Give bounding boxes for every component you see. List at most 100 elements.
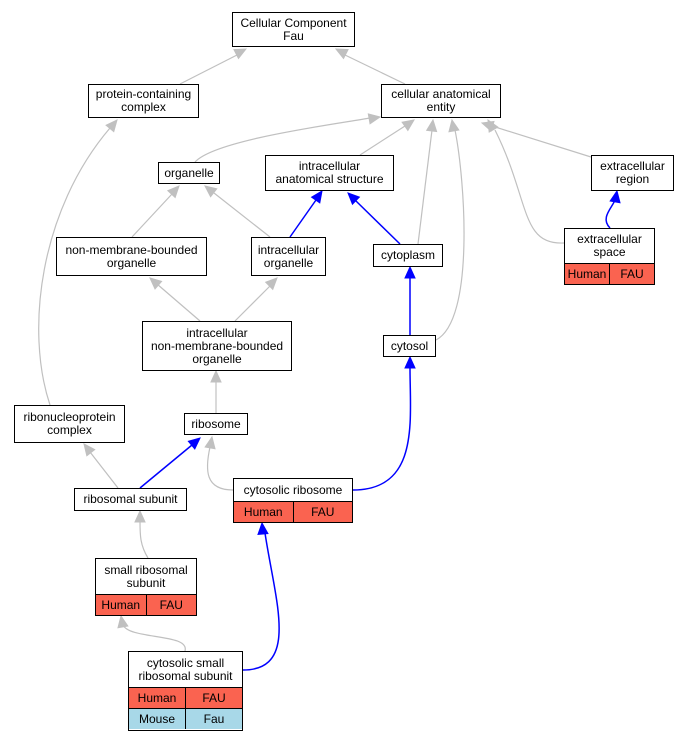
- node-ribosomal-subunit[interactable]: ribosomal subunit: [74, 488, 187, 511]
- edge-line: [156, 283, 201, 322]
- edge-line: [435, 129, 465, 341]
- edge-line: [234, 285, 271, 322]
- arrowhead: [210, 369, 222, 383]
- edge-cyto-to-ias: [347, 192, 401, 245]
- gene-cell[interactable]: FAU: [292, 502, 353, 522]
- edge-line: [179, 54, 238, 85]
- edge-srs-to-rsub: [134, 509, 149, 559]
- node-cytoplasm[interactable]: cytoplasm: [373, 244, 443, 267]
- edge-inmbo-to-io: [234, 277, 278, 322]
- species-cell: Human: [567, 266, 607, 281]
- edge-io-to-organelle: [204, 185, 271, 238]
- edge-cribo-to-cytosol: [352, 355, 416, 491]
- species-cell: Human: [101, 597, 141, 612]
- arrowhead: [257, 521, 269, 535]
- arrowhead: [609, 189, 621, 204]
- node-ribonucleoprotein-complex[interactable]: ribonucleoprotein complex: [14, 405, 125, 443]
- arrowhead: [480, 120, 495, 132]
- gene-cell[interactable]: FAU: [185, 688, 242, 708]
- arrowhead: [117, 614, 129, 629]
- gene-cell[interactable]: FAU: [145, 595, 197, 615]
- arrowhead: [105, 119, 118, 133]
- edge-ias-to-cae: [359, 119, 415, 156]
- node-cellular-component[interactable]: Cellular Component Fau: [232, 12, 355, 47]
- node-intracellular-anatomical-structure[interactable]: intracellular anatomical structure: [265, 155, 394, 191]
- edge-cytosol-to-cae: [435, 118, 465, 341]
- edge-ribo-to-inmbo: [210, 369, 222, 413]
- node-label: small ribosomal subunit: [104, 562, 188, 590]
- arrowhead: [347, 192, 361, 206]
- edge-line: [206, 446, 234, 491]
- edge-line: [89, 451, 119, 489]
- edge-line: [494, 129, 565, 244]
- edge-csrs-to-cribo: [242, 521, 280, 671]
- species-cell: Human: [243, 504, 283, 519]
- edge-line: [122, 624, 186, 652]
- node-cytosolic-small-ribosomal-subunit[interactable]: cytosolic small ribosomal subunit Human …: [128, 651, 243, 731]
- edge-line: [139, 520, 149, 559]
- edge-line: [352, 367, 412, 491]
- edge-nmbo-to-organelle: [131, 185, 180, 238]
- annotation-row-mouse: Mouse Fau: [129, 708, 242, 729]
- node-cytosol[interactable]: cytosol: [383, 335, 436, 357]
- node-non-membrane-bounded-organelle[interactable]: non-membrane-bounded organelle: [56, 237, 207, 276]
- node-extracellular-region[interactable]: extracellular region: [591, 155, 674, 191]
- edge-pcc-to-root: [179, 48, 248, 85]
- node-label: intracellular organelle: [257, 242, 320, 270]
- node-label: cytosolic small ribosomal subunit: [138, 655, 233, 683]
- arrowhead: [134, 509, 146, 523]
- edge-line: [355, 200, 401, 245]
- arrowhead: [187, 437, 201, 450]
- node-label: intracellular anatomical structure: [275, 159, 384, 186]
- edge-line: [359, 125, 406, 156]
- edge-csrs-to-srs: [117, 614, 186, 652]
- edge-line: [131, 193, 173, 238]
- node-intracellular-organelle[interactable]: intracellular organelle: [251, 237, 326, 276]
- node-protein-containing-complex[interactable]: protein-containing complex: [88, 84, 199, 118]
- arrowhead: [401, 119, 415, 132]
- edge-cribo-to-ribo: [204, 435, 234, 491]
- node-cellular-anatomical-entity[interactable]: cellular anatomical entity: [381, 84, 501, 118]
- species-cell: Mouse: [138, 711, 176, 726]
- node-label: extracellular space: [577, 232, 642, 259]
- species-cell: Human: [137, 690, 177, 705]
- edge-line: [289, 199, 317, 238]
- arrowhead: [83, 443, 96, 457]
- node-label: intracellular non-membrane-bounded organ…: [150, 325, 284, 366]
- arrowhead: [310, 190, 323, 204]
- annotation-row-human: Human FAU: [129, 687, 242, 708]
- arrowhead: [204, 435, 216, 450]
- edge-line: [491, 125, 592, 158]
- arrowhead: [367, 113, 382, 125]
- node-ribosome[interactable]: ribosome: [184, 413, 248, 435]
- edge-rnp-to-pcc: [38, 119, 118, 406]
- arrowhead: [264, 277, 278, 291]
- annotation-row-human: Human FAU: [234, 501, 352, 522]
- edge-line: [139, 444, 193, 489]
- node-label: cellular anatomical entity: [391, 87, 491, 114]
- node-label: ribosome: [191, 416, 241, 431]
- node-organelle[interactable]: organelle: [158, 162, 220, 184]
- node-label: ribosomal subunit: [83, 492, 178, 506]
- node-cytosolic-ribosome[interactable]: cytosolic ribosome Human FAU: [233, 478, 353, 523]
- node-extracellular-space[interactable]: extracellular space Human FAU: [564, 228, 655, 285]
- edge-rsub-to-rnp: [83, 443, 119, 489]
- node-intracellular-non-membrane-bounded-organelle[interactable]: intracellular non-membrane-bounded organ…: [142, 321, 292, 371]
- gene-cell[interactable]: FAU: [609, 264, 654, 284]
- edge-rsub-to-ribo: [139, 437, 201, 489]
- arrowhead: [448, 118, 460, 133]
- annotation-row-human: Human FAU: [96, 594, 196, 615]
- edge-io-to-ias: [289, 190, 323, 238]
- node-label: organelle: [164, 165, 214, 180]
- arrowhead: [334, 48, 349, 60]
- node-label: cytoplasm: [380, 248, 436, 262]
- node-small-ribosomal-subunit[interactable]: small ribosomal subunit Human FAU: [95, 558, 197, 616]
- arrowhead: [233, 48, 248, 60]
- gene-cell[interactable]: Fau: [185, 709, 242, 729]
- edge-organelle-to-cae: [194, 113, 382, 163]
- node-label: cytosolic ribosome: [243, 482, 343, 497]
- edge-line: [242, 532, 280, 671]
- arrowhead: [166, 185, 180, 199]
